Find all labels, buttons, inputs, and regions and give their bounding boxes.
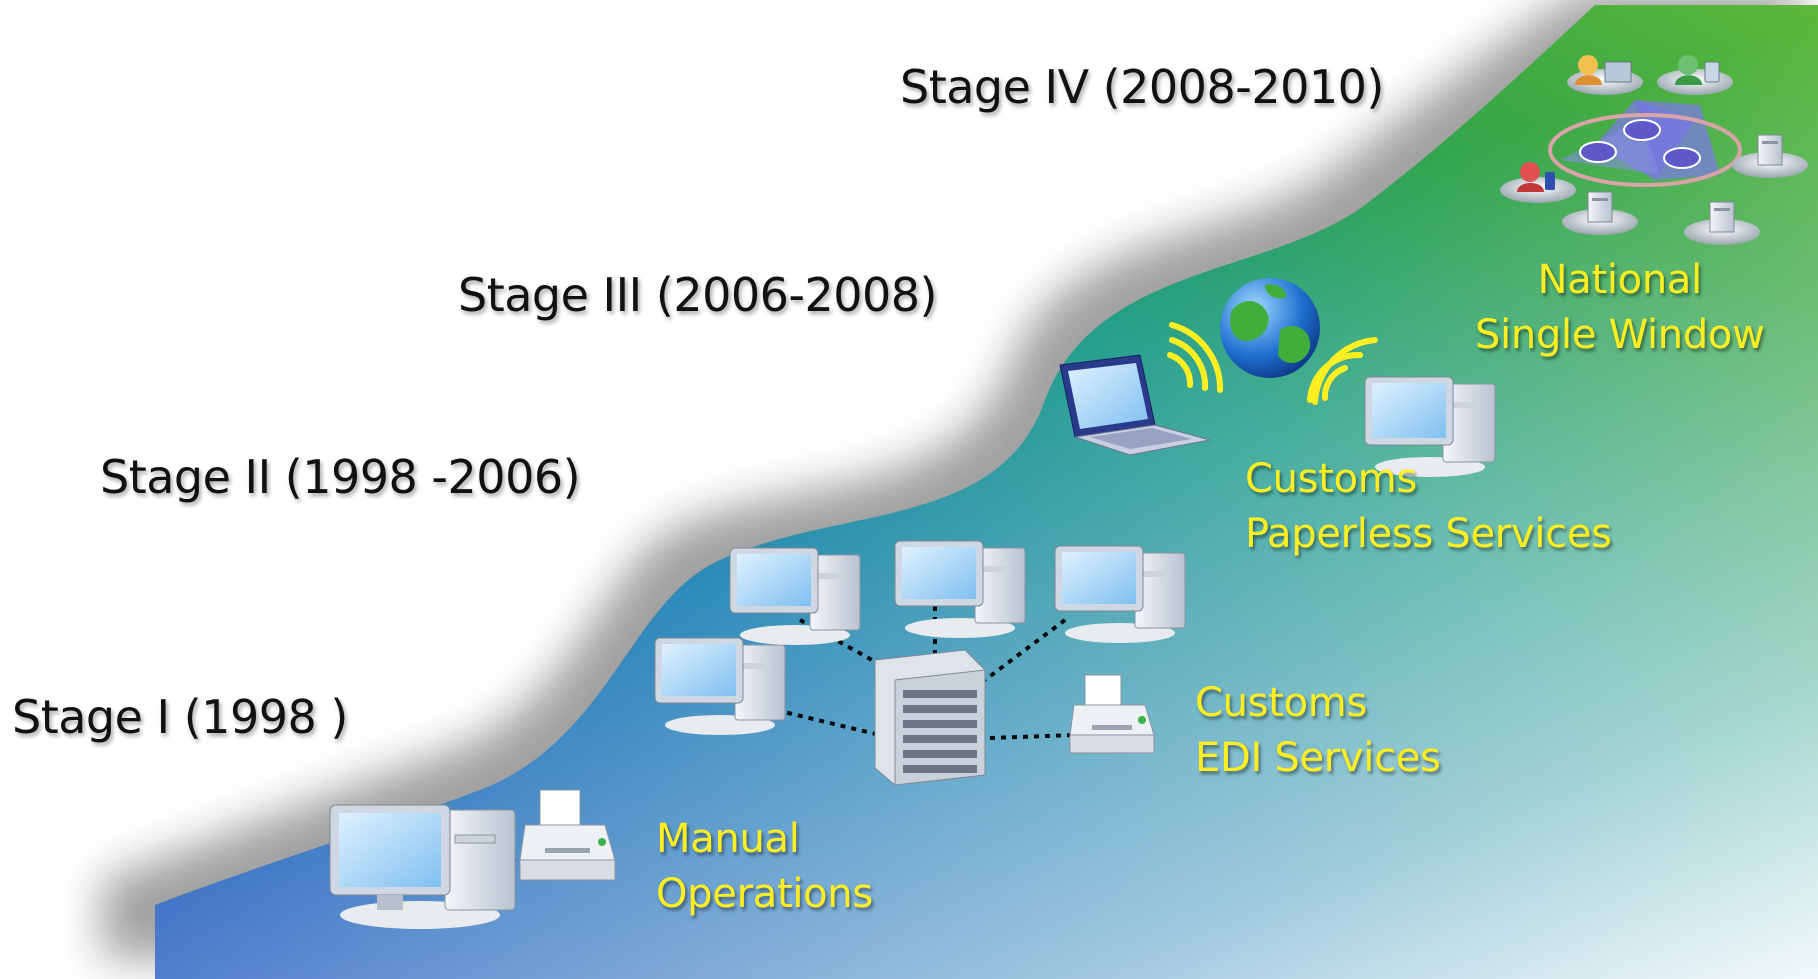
printer-icon xyxy=(519,789,616,881)
manual-operations-label: Manual Operations xyxy=(656,812,873,922)
customs-edi-line-1: Customs xyxy=(1195,680,1367,726)
national-single-window-label: National Single Window xyxy=(1475,253,1765,363)
single-window-hub-icon xyxy=(1500,55,1808,245)
user-workstation-icon xyxy=(1567,55,1643,95)
user-phone-icon xyxy=(1500,162,1576,203)
server-icon xyxy=(1684,201,1760,245)
national-single-window-line-2: Single Window xyxy=(1475,312,1765,358)
customs-edi-line-2: EDI Services xyxy=(1195,735,1441,781)
wireless-signal-icon xyxy=(1167,322,1378,405)
printer-icon xyxy=(1069,674,1155,754)
network-computer-icon xyxy=(654,637,786,735)
server-icon xyxy=(1732,134,1808,178)
desktop-computer-icon xyxy=(329,804,516,929)
manual-operations-line-2: Operations xyxy=(656,871,873,917)
customs-paperless-label: Customs Paperless Services xyxy=(1245,452,1612,562)
manual-operations-line-1: Manual xyxy=(656,816,800,862)
user-mobile-icon xyxy=(1657,55,1733,95)
network-computer-icon xyxy=(729,547,861,645)
stage-1-label: Stage I (1998 ) xyxy=(12,690,348,744)
national-single-window-line-1: National xyxy=(1537,257,1703,303)
wave-fade xyxy=(155,5,1818,979)
globe-icon xyxy=(1220,278,1320,378)
stage-2-label: Stage II (1998 -2006) xyxy=(100,450,581,504)
customs-paperless-line-2: Paperless Services xyxy=(1245,511,1612,557)
desktop-computer-icon xyxy=(1364,376,1496,477)
server-icon xyxy=(1562,191,1638,235)
network-computer-icon xyxy=(1054,545,1186,643)
network-computer-icon xyxy=(894,540,1026,638)
customs-edi-label: Customs EDI Services xyxy=(1195,676,1441,786)
server-rack-icon xyxy=(874,649,986,786)
stage-4-label: Stage IV (2008-2010) xyxy=(900,60,1384,114)
customs-paperless-line-1: Customs xyxy=(1245,456,1417,502)
stage-3-label: Stage III (2006-2008) xyxy=(458,268,938,322)
laptop-icon xyxy=(1059,354,1211,456)
